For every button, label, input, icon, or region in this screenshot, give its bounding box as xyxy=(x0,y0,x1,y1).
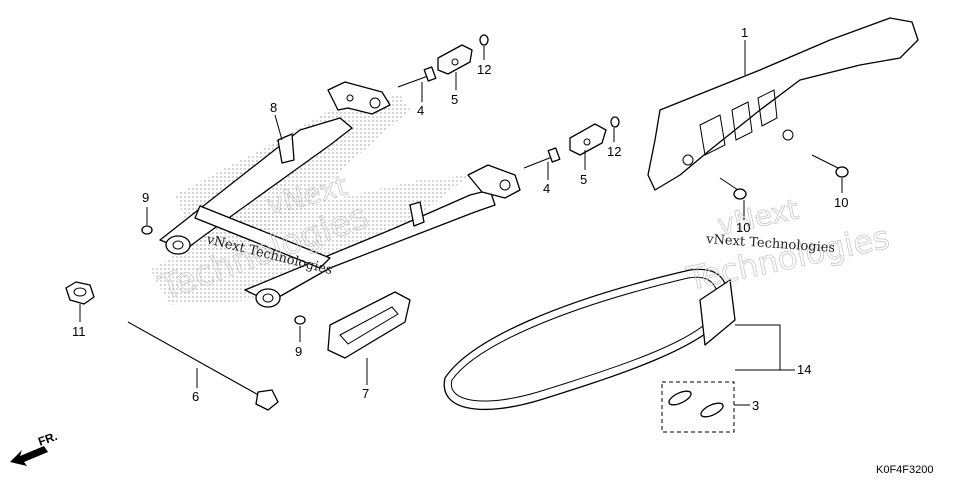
callout-8: 8 xyxy=(270,100,277,115)
callout-5-lower: 5 xyxy=(580,172,587,187)
chain-adjuster-lower xyxy=(569,123,607,156)
callout-labels: 1 3 4 4 5 5 6 7 8 9 9 10 10 11 12 12 14 xyxy=(72,25,848,413)
swingarm-drawing xyxy=(159,81,521,308)
callout-7: 7 xyxy=(362,386,369,401)
callout-6: 6 xyxy=(192,389,199,404)
pivot-bolt xyxy=(127,321,279,411)
callout-10-left: 10 xyxy=(736,220,750,235)
callout-12-upper: 12 xyxy=(477,62,491,77)
callout-4-upper: 4 xyxy=(417,103,424,118)
nut-12-lower xyxy=(610,116,620,128)
chain-case xyxy=(647,17,919,191)
washer-upper xyxy=(141,225,153,235)
leader-lines xyxy=(79,40,843,406)
master-link xyxy=(661,381,735,433)
chain-slider xyxy=(327,291,411,359)
callout-4-lower: 4 xyxy=(543,181,550,196)
watermark-large-right: Technologies xyxy=(683,218,893,298)
callout-3: 3 xyxy=(752,398,759,413)
callout-1: 1 xyxy=(741,25,748,40)
pivot-nut xyxy=(65,281,95,305)
drive-chain xyxy=(443,268,736,411)
washer-lower xyxy=(294,315,306,325)
diagram-code: K0F4F3200 xyxy=(876,464,933,476)
callout-9-upper: 9 xyxy=(142,190,149,205)
callout-12-lower: 12 xyxy=(607,144,621,159)
chain-adjuster-upper xyxy=(437,44,473,75)
callout-14: 14 xyxy=(797,362,811,377)
case-bolt-right xyxy=(811,154,849,178)
front-arrow-marker: FR. xyxy=(10,429,59,466)
callout-10-right: 10 xyxy=(834,195,848,210)
callout-5-upper: 5 xyxy=(451,92,458,107)
front-label: FR. xyxy=(36,429,59,449)
callout-9-lower: 9 xyxy=(295,344,302,359)
nut-12-upper xyxy=(479,34,489,46)
callout-11: 11 xyxy=(72,324,86,339)
adjuster-bolt-lower xyxy=(523,147,561,169)
adjuster-bolt-upper xyxy=(397,66,437,88)
case-bolt-left xyxy=(719,177,747,200)
